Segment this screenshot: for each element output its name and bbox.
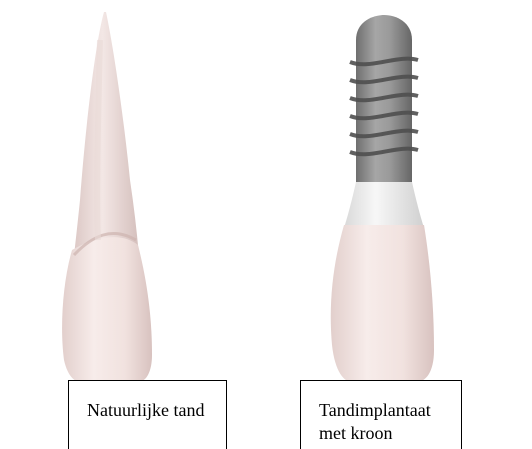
caption-box-implant: Tandimplantaat met kroon — [300, 380, 462, 449]
caption-implant-with-crown: Tandimplantaat met kroon — [319, 399, 453, 445]
caption-box-natural-tooth: Natuurlijke tand — [68, 380, 227, 449]
natural-tooth — [62, 12, 152, 382]
caption-natural-tooth: Natuurlijke tand — [87, 399, 218, 422]
implant-with-crown — [331, 15, 434, 382]
